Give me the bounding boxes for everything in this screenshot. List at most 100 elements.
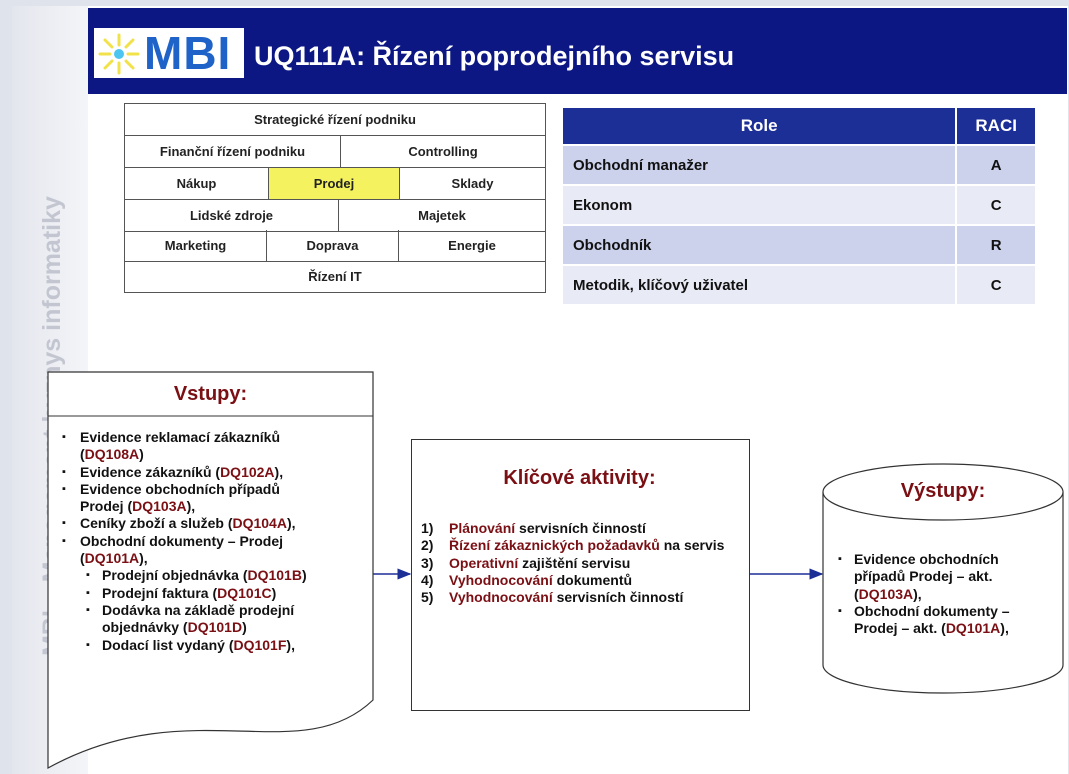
activities-box	[411, 439, 750, 711]
item-text: Ceníky zboží a služeb (	[80, 515, 233, 532]
module-cell: Majetek	[418, 208, 466, 223]
module-cell: Lidské zdroje	[125, 200, 339, 231]
module-cell: Strategické řízení podniku	[254, 112, 416, 127]
module-row: Marketing Doprava Energie	[125, 230, 545, 262]
module-row: Strategické řízení podniku	[125, 104, 545, 136]
sidebar-watermark-text: MBI – Management byznys informatiky	[38, 196, 66, 656]
document-ref: DQ101A	[945, 620, 1001, 637]
raci-code: A	[955, 144, 1035, 185]
list-item: Evidence obchodních	[838, 551, 1058, 569]
module-cell: Nákup	[125, 168, 269, 199]
raci-role: Ekonom	[563, 184, 957, 225]
list-item: objednávky (DQ101D)	[62, 619, 372, 636]
list-item: Dodací list vydaný (DQ101F),	[62, 636, 372, 655]
raci-row: Obchodní manažer A	[563, 144, 1035, 185]
item-text: ),	[186, 498, 196, 515]
header-bar	[88, 8, 1067, 94]
document-ref: DQ101B	[247, 567, 302, 584]
list-item: (DQ108A)	[62, 446, 372, 463]
page-title: UQ111A: Řízení poprodejního servisu	[254, 41, 735, 71]
item-text: Prodejní objednávka (	[102, 567, 248, 584]
module-grid: Strategické řízení podniku Finanční říze…	[124, 103, 546, 293]
module-cell: Marketing	[125, 230, 267, 261]
item-text: Obchodní dokumenty –	[854, 602, 1010, 619]
document-ref: DQ104A	[232, 515, 287, 532]
raci-code: C	[955, 264, 1035, 304]
item-text: Obchodní dokumenty – Prodej	[80, 532, 284, 549]
module-cell: Doprava	[267, 230, 399, 261]
item-text: ),	[913, 585, 922, 602]
module-row: Finanční řízení podniku Controlling	[125, 136, 545, 168]
inputs-title: Vstupy:	[173, 383, 248, 405]
list-item: Ceníky zboží a služeb (DQ104A),	[62, 515, 372, 533]
module-row: Lidské zdroje Majetek	[125, 200, 545, 232]
activity-text: na servis	[659, 537, 725, 554]
activity-item: 5) Vyhodnocování servisních činností	[421, 589, 741, 606]
activities-title: Klíčové aktivity:	[503, 467, 656, 489]
module-cell: Sklady	[451, 176, 494, 191]
list-item: Prodejní objednávka (DQ101B)	[62, 567, 372, 585]
document-ref: DQ108A	[84, 446, 140, 463]
logo-text: MBI	[144, 27, 232, 79]
list-item: Obchodní dokumenty –	[838, 602, 1058, 621]
list-item: případů Prodej – akt.	[838, 568, 1058, 585]
mbi-logo: MBI	[94, 28, 244, 78]
item-text: objednávky (	[102, 619, 188, 636]
activity-number: 5)	[421, 589, 434, 606]
item-text: Evidence zákazníků (	[80, 463, 221, 480]
inputs-list: Evidence reklamací zákazníků(DQ108A)Evid…	[62, 429, 372, 654]
item-text: Dodací list vydaný (	[102, 636, 234, 653]
item-text: Evidence obchodních případů	[80, 480, 280, 497]
list-item: Obchodní dokumenty – Prodej	[62, 532, 372, 551]
module-cell: Řízení IT	[308, 269, 362, 284]
item-text: ),	[1000, 620, 1009, 637]
item-text: )	[271, 584, 277, 601]
module-row: Nákup Prodej Sklady	[125, 168, 545, 200]
activity-highlight: Vyhodnocování	[449, 589, 553, 606]
raci-row: Ekonom C	[563, 184, 1035, 225]
raci-header-role: Role	[563, 108, 957, 145]
module-cell: Finanční řízení podniku	[125, 136, 341, 167]
document-ref: DQ102A	[220, 463, 275, 480]
item-text: ),	[274, 463, 284, 480]
activity-item: 3)Operativní zajištění servisu	[421, 555, 741, 572]
item-text: (	[854, 585, 859, 602]
raci-role: Metodik, klíčový uživatel	[563, 264, 957, 304]
list-item: Dodávka na základě prodejní	[62, 602, 372, 620]
item-text: Evidence obchodních	[854, 551, 999, 567]
raci-code: C	[955, 184, 1035, 225]
activity-text: servisních činností	[552, 589, 684, 606]
raci-row: Metodik, klíčový uživatel C	[563, 264, 1035, 304]
item-text: Evidence reklamací zákazníků	[80, 429, 280, 445]
list-item: Evidence zákazníků (DQ102A),	[62, 463, 372, 482]
document-ref: DQ101A	[84, 550, 140, 567]
activity-number: 2)	[421, 537, 434, 554]
list-item: Prodejní faktura (DQ101C)	[62, 584, 372, 603]
activity-highlight: Vyhodnocování	[449, 571, 553, 588]
list-item: (DQ103A),	[838, 586, 1058, 603]
list-item: (DQ101A),	[62, 550, 372, 567]
document-ref: DQ101F	[233, 636, 287, 653]
document-ref: DQ103A	[858, 585, 914, 602]
item-text: )	[301, 567, 307, 584]
module-row: Řízení IT	[125, 261, 545, 292]
activity-text: zajištění servisu	[518, 554, 631, 571]
activity-number: 4)	[421, 571, 434, 588]
module-cell-highlighted: Prodej	[269, 168, 400, 199]
list-item: Prodej (DQ103A),	[62, 498, 372, 515]
item-text: ),	[139, 550, 148, 567]
activity-item: 4)Vyhodnocování dokumentů	[421, 572, 741, 589]
sun-icon	[98, 33, 140, 75]
document-ref: DQ101D	[187, 619, 243, 636]
activity-item: 1)Plánování servisních činností	[421, 520, 741, 537]
item-text: (	[80, 446, 85, 463]
list-item: Evidence obchodních případů	[62, 480, 372, 499]
item-text: )	[139, 446, 144, 463]
activity-item: 2)Řízení zákaznických požadavků na servi…	[421, 537, 741, 554]
outputs-title: Výstupy:	[900, 480, 986, 502]
item-text: ),	[286, 515, 296, 532]
document-ref: DQ103A	[132, 498, 187, 515]
activity-highlight: Operativní	[449, 554, 519, 571]
raci-table: Role RACI Obchodní manažer A Ekonom C Ob…	[563, 108, 1035, 304]
